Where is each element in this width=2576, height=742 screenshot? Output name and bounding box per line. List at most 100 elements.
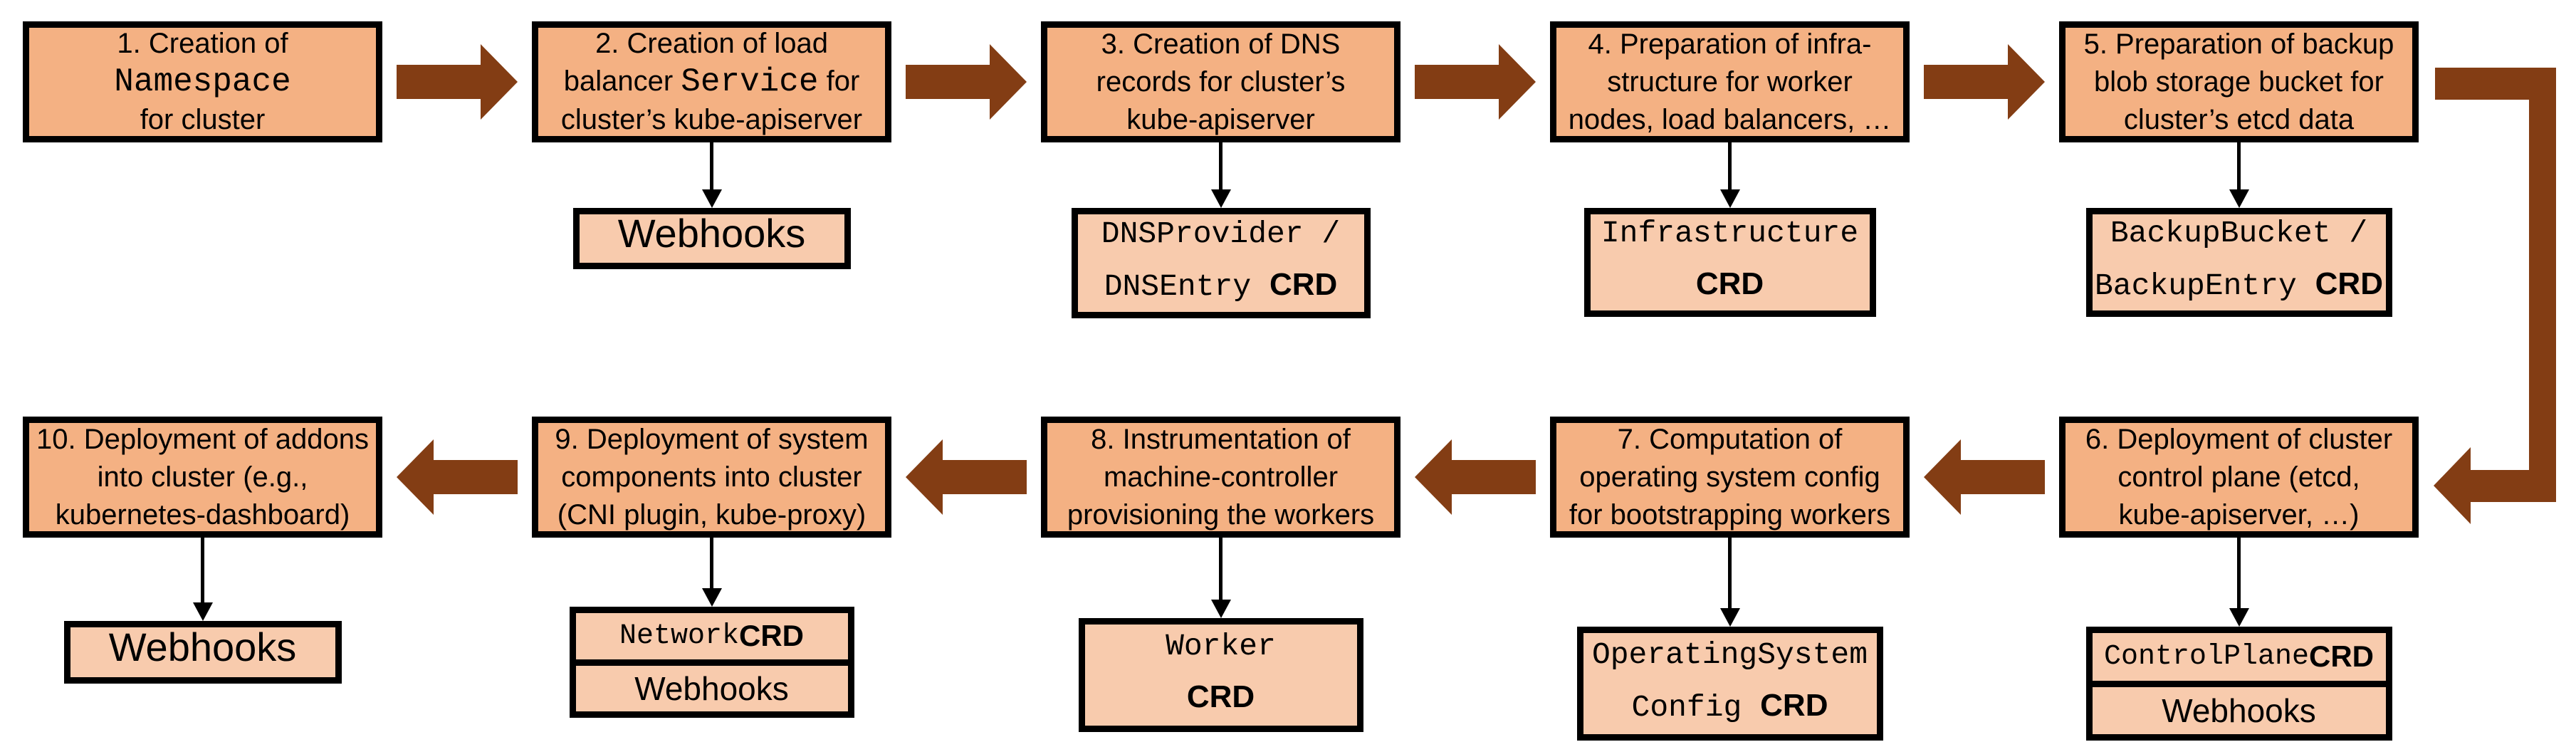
step-box-4: 4. Preparation of infra-structure for wo…: [1550, 21, 1910, 142]
label-text: Webhooks: [2162, 691, 2316, 729]
text-line: cluster’s etcd data: [2124, 101, 2354, 139]
text-line: DNSEntry CRD: [1104, 262, 1338, 315]
text-line: (CNI plugin, kube-proxy): [557, 496, 866, 534]
text-line: kube-apiserver: [1126, 101, 1315, 139]
step-box-7: 7. Computation of operating system config…: [1550, 417, 1910, 538]
label-text: structure for worker: [1607, 66, 1853, 98]
thin-arrow-step-6-arrowhead-icon: [2229, 608, 2249, 627]
thin-arrow-step-4-shaft: [1728, 142, 1732, 191]
flow-arrow-4-to-5: [1924, 44, 2045, 120]
text-line: BackupBucket /: [2110, 211, 2367, 261]
thin-arrow-step-4-arrowhead-icon: [1719, 189, 1740, 208]
text-line: 2. Creation of load: [595, 25, 828, 63]
label-text: nodes, load balancers, …: [1568, 103, 1892, 135]
text-line: BackupEntry CRD: [2095, 261, 2383, 314]
label-text: 1. Creation of: [117, 28, 288, 59]
step-9-sub-row-2: Webhooks: [575, 665, 848, 711]
text-line: structure for worker: [1607, 63, 1853, 101]
step-3-sub-box: DNSProvider / DNSEntry CRD: [1071, 208, 1371, 318]
thin-arrow-step-9-shaft: [710, 538, 713, 590]
text-line: control plane (etcd,: [2117, 459, 2360, 496]
crd-label: CRD: [1186, 679, 1255, 714]
flow-arrow-8-to-9: [906, 439, 1027, 515]
flow-arrow-1-to-2-body: [397, 65, 482, 99]
label-text: 9. Deployment of system: [555, 423, 869, 455]
flow-arrow-7-to-8: [1415, 439, 1536, 515]
flow-arrow-2-to-3-head-icon: [990, 44, 1027, 120]
text-line: into cluster (e.g.,: [98, 459, 308, 496]
flow-arrow-1-to-2: [397, 44, 518, 120]
thin-arrow-step-10-shaft: [201, 538, 204, 604]
crd-label: CRD: [1269, 267, 1338, 302]
text-line: components into cluster: [561, 459, 862, 496]
text-line: 6. Deployment of cluster: [2085, 421, 2392, 459]
label-text: control plane (etcd,: [2117, 461, 2360, 493]
crd-label: CRD: [1695, 266, 1764, 301]
text-line: Webhooks: [109, 625, 297, 681]
text-line: DNSProvider /: [1101, 211, 1340, 262]
flow-arrow-7-to-8-head-icon: [1415, 439, 1452, 515]
flow-arrow-4-to-5-head-icon: [2008, 44, 2045, 120]
label-text: 5. Preparation of backup: [2083, 28, 2394, 60]
elbow-connector-arrowhead-icon: [2434, 447, 2471, 524]
thin-arrow-step-3-shaft: [1219, 142, 1222, 191]
text-line: 8. Instrumentation of: [1091, 421, 1351, 459]
text-line: nodes, load balancers, …: [1569, 101, 1892, 139]
thin-arrow-step-6-shaft: [2237, 538, 2241, 610]
code-text: Service: [681, 63, 819, 100]
thin-arrow-step-8-arrowhead-icon: [1210, 600, 1231, 618]
flow-arrow-1-to-2-head-icon: [481, 44, 518, 120]
crd-label: CRD: [2315, 266, 2383, 301]
label-text: 6. Deployment of cluster: [2085, 423, 2393, 455]
text-line: Namespace: [114, 63, 290, 101]
thin-arrow-step-9-arrowhead-icon: [701, 588, 722, 607]
thin-arrow-step-5-shaft: [2237, 142, 2241, 191]
label-text: 8. Instrumentation of: [1091, 423, 1351, 455]
text-line: 9. Deployment of system: [555, 421, 868, 459]
flow-arrow-2-to-3: [906, 44, 1027, 120]
flow-arrow-4-to-5-body: [1924, 65, 2009, 99]
text-line: OperatingSystem: [1592, 632, 1868, 683]
thin-arrow-step-7-arrowhead-icon: [1719, 608, 1740, 627]
text-line: 4. Preparation of infra-: [1588, 26, 1872, 63]
text-line: for bootstrapping workers: [1569, 496, 1890, 534]
code-text: BackupBucket /: [2110, 216, 2368, 251]
text-line: Worker: [1166, 624, 1276, 674]
flow-arrow-9-to-10-head-icon: [397, 439, 434, 515]
label-text: 10. Deployment of addons: [36, 423, 369, 455]
label-text: Webhooks: [617, 210, 806, 256]
code-text: DNSEntry: [1104, 269, 1269, 304]
thin-arrow-step-2-arrowhead-icon: [701, 189, 722, 208]
thin-arrow-step-2-shaft: [710, 142, 713, 191]
label-text: operating system config: [1579, 461, 1880, 493]
thin-arrow-step-5-arrowhead-icon: [2229, 189, 2249, 208]
code-text: Config: [1631, 689, 1761, 725]
label-text: records for cluster’s: [1096, 66, 1346, 98]
text-line: CRD: [1187, 674, 1255, 727]
label-text: Webhooks: [634, 669, 789, 707]
flow-arrow-9-to-10: [397, 439, 518, 515]
label-text: provisioning the workers: [1067, 498, 1375, 531]
flow-arrow-6-to-7-head-icon: [1924, 439, 1961, 515]
elbow-connector-bottom-bar: [2471, 470, 2556, 502]
thin-arrow-step-7-shaft: [1728, 538, 1732, 610]
text-line: CRD: [1696, 261, 1764, 314]
flow-arrow-3-to-4-body: [1415, 65, 1500, 99]
label-text: (CNI plugin, kube-proxy): [557, 498, 866, 531]
label-text: kube-apiserver, …): [2118, 498, 2360, 531]
label-text: Webhooks: [108, 624, 297, 669]
label-text: components into cluster: [561, 461, 862, 493]
text-line: kube-apiserver, …): [2119, 496, 2360, 534]
code-text: OperatingSystem: [1591, 637, 1868, 672]
step-5-sub-box: BackupBucket / BackupEntry CRD: [2085, 208, 2392, 317]
label-text: 7. Computation of: [1617, 423, 1843, 455]
text-line: 1. Creation of: [117, 25, 288, 63]
code-text: DNSProvider /: [1101, 216, 1341, 251]
step-box-6: 6. Deployment of cluster control plane (e…: [2059, 417, 2419, 538]
